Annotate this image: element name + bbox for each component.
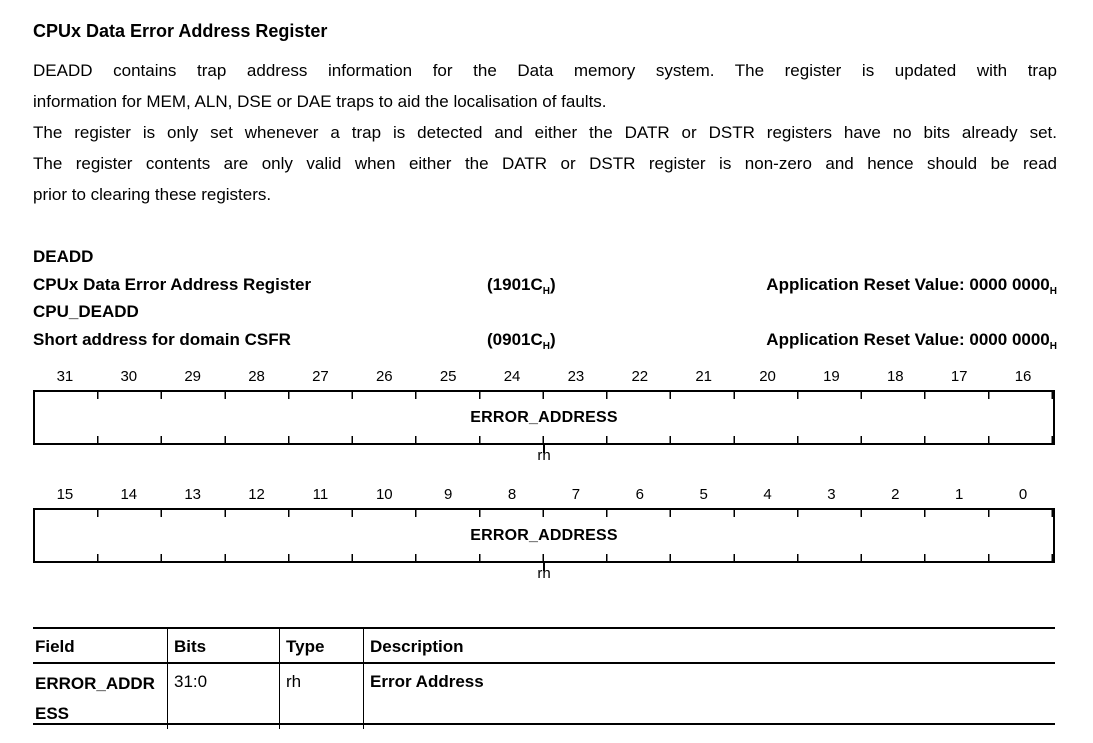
bit-tick-marks: [35, 554, 1053, 561]
bit-number: 26: [375, 368, 393, 385]
bit-field-label: ERROR_ADDRESS: [470, 526, 618, 544]
access-type-label: rh: [537, 565, 551, 582]
field-description-table: Field Bits Type Description ERROR_ADDRES…: [33, 627, 1055, 729]
hex-subscript: H: [1049, 285, 1057, 297]
bit-field-box: ERROR_ADDRESS: [33, 390, 1055, 453]
register-short-name-row: DEADD: [33, 243, 1057, 271]
column-header-type: Type: [279, 629, 363, 662]
body-line: The register is only set whenever a trap…: [33, 123, 1057, 142]
bit-field-label: ERROR_ADDRESS: [470, 408, 618, 426]
bit-number: 19: [823, 368, 840, 385]
cell-bits: 31:0: [167, 664, 279, 729]
bit-number: 4: [763, 486, 772, 503]
bit-number: 27: [312, 368, 329, 385]
bit-number: 10: [375, 486, 393, 503]
cell-type: rh: [279, 664, 363, 729]
column-header-description: Description: [363, 629, 1055, 662]
bit-tick-marks: [35, 392, 1053, 399]
body-line: information for MEM, ALN, DSE or DAE tra…: [33, 92, 607, 111]
bit-number: 0: [1018, 486, 1028, 503]
body-line: The register contents are only valid whe…: [33, 154, 1057, 173]
bit-number: 2: [891, 486, 900, 503]
bit-diagram-15-0: 15 14 13 12 11 10 9 8 7 6 5 4 3 2 1 0 ER…: [33, 481, 1055, 582]
bit-number: 14: [120, 486, 138, 503]
alias-reset-value: Application Reset Value: 0000 0000H: [766, 329, 1057, 352]
bit-number: 21: [695, 368, 713, 385]
register-alias-name-row: CPU_DEADD: [33, 298, 1057, 326]
bit-tick-marks: [35, 510, 1053, 517]
hex-subscript: H: [542, 285, 550, 297]
bit-number: 22: [631, 368, 649, 385]
tick-mark: [543, 443, 545, 453]
page-title: CPUx Data Error Address Register: [33, 21, 328, 41]
column-header-field: Field: [35, 637, 75, 656]
bit-number: 5: [699, 486, 708, 503]
bit-numbers-row: 31 30 29 28 27 26 25 24 23 22 21 20 19 1…: [33, 363, 1055, 385]
body-line: prior to clearing these registers.: [33, 185, 272, 204]
register-alias-description: Short address for domain CSFR: [33, 329, 291, 349]
column-header-bits: Bits: [167, 629, 279, 662]
bit-number: 23: [567, 368, 585, 385]
bit-number: 24: [503, 368, 521, 385]
hex-subscript: H: [1049, 340, 1057, 352]
register-long-name-row: CPUx Data Error Address Register (1901CH…: [33, 271, 1057, 299]
bit-tick-marks: [35, 436, 1053, 443]
bit-numbers-row: 15 14 13 12 11 10 9 8 7 6 5 4 3 2 1 0: [33, 481, 1055, 503]
bit-number: 8: [507, 486, 517, 503]
bit-number: 30: [120, 368, 138, 385]
bit-number: 28: [248, 368, 265, 385]
bit-diagram-31-16: 31 30 29 28 27 26 25 24 23 22 21 20 19 1…: [33, 363, 1055, 464]
register-alias-desc-row: Short address for domain CSFR (0901CH) A…: [33, 326, 1057, 354]
access-type-label: rh: [537, 447, 551, 464]
register-short-name: DEADD: [33, 247, 94, 266]
register-address: (1901CH): [487, 274, 556, 297]
bit-number: 15: [56, 486, 74, 503]
table-row: ERROR_ADDRESS 31:0 rh Error Address: [33, 664, 1055, 729]
table-header-row: Field Bits Type Description: [33, 629, 1055, 664]
bit-number: 29: [184, 368, 202, 385]
bit-number: 20: [759, 368, 776, 385]
bit-number: 1: [955, 486, 964, 503]
register-long-name: CPUx Data Error Address Register: [33, 274, 312, 294]
bit-number: 31: [56, 368, 74, 385]
description-text: DEADD contains trap address information …: [33, 55, 1057, 210]
bit-number: 13: [184, 486, 202, 503]
cell-description: Error Address: [363, 664, 1055, 729]
bit-number: 6: [635, 486, 644, 503]
cell-field-name: ERROR_ADDRESS: [35, 674, 155, 723]
alias-address: (0901CH): [487, 329, 556, 352]
register-header-block: DEADD CPUx Data Error Address Register (…: [33, 243, 1057, 353]
bit-number: 11: [312, 486, 329, 503]
tick-mark: [543, 561, 545, 571]
bit-number: 16: [1014, 368, 1032, 385]
bit-number: 12: [248, 486, 265, 503]
bit-number: 3: [827, 486, 836, 503]
body-line: DEADD contains trap address information …: [33, 61, 1057, 80]
hex-subscript: H: [542, 340, 550, 352]
bit-number: 17: [950, 368, 968, 385]
bit-number: 7: [571, 486, 581, 503]
bit-number: 18: [886, 368, 904, 385]
bit-field-box: ERROR_ADDRESS: [33, 508, 1055, 571]
bit-number: 9: [444, 486, 453, 503]
register-reset-value: Application Reset Value: 0000 0000H: [766, 274, 1057, 297]
register-alias-name: CPU_DEADD: [33, 302, 139, 321]
bit-number: 25: [439, 368, 457, 385]
